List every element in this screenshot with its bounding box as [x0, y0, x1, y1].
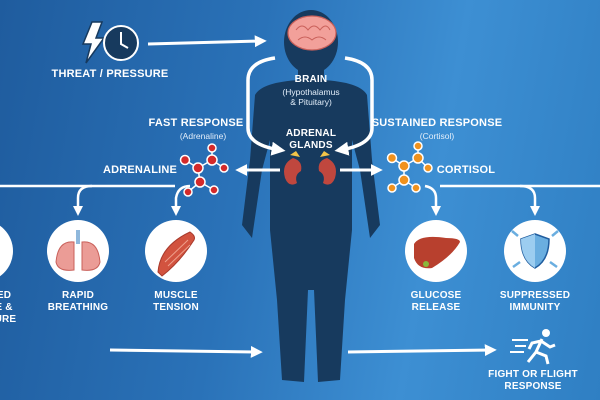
cortisol-molecule-icon [386, 141, 433, 193]
bracket-left [246, 56, 286, 156]
effect-glucose-line2: RELEASE [411, 302, 461, 313]
shield-icon [504, 220, 566, 282]
lightning-icon [81, 21, 106, 64]
liver-icon [405, 220, 467, 282]
effect-immunity-line2: IMMUNITY [509, 302, 561, 313]
effect-heart-line1: ED [0, 290, 12, 301]
outcome-line1: FIGHT OR FLIGHT [488, 369, 578, 380]
adrenal-label-2: GLANDS [289, 140, 333, 151]
effect-immunity-line1: SUPPRESSED [499, 290, 571, 301]
adrenaline-label: ADRENALINE [102, 164, 178, 176]
arrow-bottom-right [347, 344, 497, 357]
cortisol-label: CORTISOL [436, 164, 496, 176]
adrenal-label-1: ADRENAL [285, 128, 337, 139]
branch-left [0, 184, 191, 216]
effect-muscle-line2: TENSION [153, 302, 199, 313]
bracket-right [334, 56, 374, 156]
clock-icon [103, 25, 139, 61]
fast-response-title: FAST RESPONSE [148, 117, 244, 129]
branch-right [424, 184, 600, 216]
effect-breathing-line2: BREATHING [47, 302, 109, 313]
fast-response-subtitle: (Adrenaline) [179, 131, 227, 141]
adrenaline-molecule-icon [179, 143, 229, 197]
body-silhouette [242, 10, 380, 382]
sustained-response-title: SUSTAINED RESPONSE [371, 117, 503, 129]
effect-glucose-line1: GLUCOSE [410, 290, 462, 301]
sustained-response-subtitle: (Cortisol) [419, 131, 455, 141]
heart-icon [0, 225, 13, 277]
effect-breathing-line1: RAPID [61, 290, 95, 301]
brain-subtitle-2: & Pituitary) [290, 97, 332, 107]
brain-subtitle-1: (Hypothalamus [282, 87, 340, 97]
threat-label: THREAT / PRESSURE [51, 68, 169, 80]
muscle-icon [145, 220, 207, 282]
effect-muscle-line1: MUSCLE [154, 290, 198, 301]
brain-title: BRAIN [294, 74, 328, 85]
effect-heart-line2: E & [0, 302, 13, 313]
arrow-threat-to-brain [147, 35, 267, 48]
lungs-icon [47, 220, 109, 282]
kidney-icon [284, 151, 336, 185]
outcome-line2: RESPONSE [504, 381, 562, 392]
brain-icon [287, 15, 337, 51]
arrow-bottom-left [109, 345, 263, 358]
effect-heart-line3: SURE [0, 314, 17, 325]
running-person-icon [510, 329, 556, 365]
